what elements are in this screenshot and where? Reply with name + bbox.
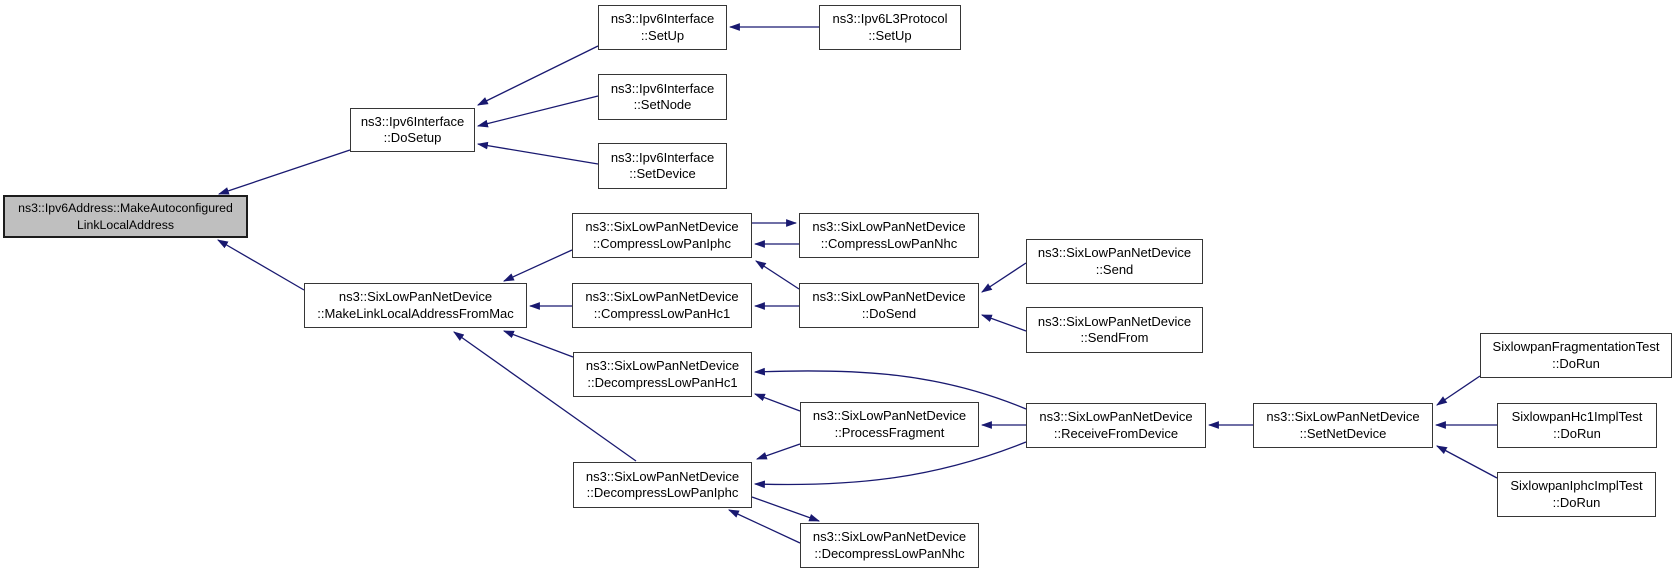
graph-node-label-line: SixlowpanIphcImplTest — [1510, 478, 1643, 493]
edge-receive-from-device--decompress-low-pan-hc1 — [753, 367, 1027, 410]
graph-node-decompress-low-pan-nhc[interactable]: ns3::SixLowPanNetDevice::DecompressLowPa… — [800, 523, 979, 568]
graph-node-label-line: ns3::SixLowPanNetDevice — [812, 529, 967, 544]
edge-sixlowpan-fragmentation-test-do-run--set-net-device — [1436, 375, 1481, 406]
graph-node-label-line: LinkLocalAddress — [76, 217, 175, 232]
graph-node-label-line: ::SendFrom — [1080, 330, 1149, 345]
edge-send-from--do-send — [980, 314, 1027, 332]
edge-process-fragment--decompress-low-pan-iphc — [755, 443, 801, 460]
edge-send--do-send — [981, 262, 1027, 293]
graph-node-ipv6interface-set-node[interactable]: ns3::Ipv6Interface::SetNode — [598, 74, 727, 120]
edges-group — [217, 23, 1498, 544]
graph-node-label-line: ::DecompressLowPanNhc — [814, 545, 965, 561]
graph-node-label-line: ns3::SixLowPanNetDevice — [812, 289, 966, 304]
graph-node-label-line: ::DoRun — [1553, 425, 1601, 441]
edge-do-send--compress-low-pan-iphc — [755, 260, 800, 290]
edge-sixlowpan-iphc-impl-test-do-run--set-net-device — [1436, 445, 1498, 479]
graph-node-label-line: ns3::SixLowPanNetDevice — [812, 408, 967, 423]
edge-decompress-low-pan-iphc--make-link-local-address-from-mac — [453, 331, 637, 462]
edge-ipv6interface-do-setup--make-autoconfigured-link-local-address — [217, 149, 351, 195]
graph-node-sixlowpan-iphc-impl-test-do-run[interactable]: SixlowpanIphcImplTest::DoRun — [1497, 472, 1656, 517]
graph-node-compress-low-pan-iphc[interactable]: ns3::SixLowPanNetDevice::CompressLowPanI… — [572, 213, 752, 258]
edge-receive-from-device--decompress-low-pan-iphc — [753, 441, 1027, 489]
edge-compress-low-pan-iphc--make-link-local-address-from-mac — [502, 249, 573, 282]
edge-decompress-low-pan-iphc--decompress-low-pan-nhc — [751, 496, 821, 522]
graph-node-label-line: ::DoRun — [1552, 355, 1600, 371]
graph-node-label-line: ns3::Ipv6Interface — [360, 113, 465, 129]
graph-node-set-net-device[interactable]: ns3::SixLowPanNetDevice::SetNetDevice — [1253, 403, 1433, 448]
graph-node-send-from[interactable]: ns3::SixLowPanNetDevice::SendFrom — [1026, 307, 1203, 353]
edge-ipv6interface-set-device--ipv6interface-do-setup — [476, 141, 599, 165]
graph-node-label-line: ::CompressLowPanIphc — [592, 235, 731, 251]
graph-node-label-line: ::SetUp — [868, 27, 912, 43]
edge-ipv6interface-set-node--ipv6interface-do-setup — [476, 95, 599, 128]
graph-node-label-line: ns3::SixLowPanNetDevice — [1037, 245, 1192, 260]
edge-decompress-low-pan-nhc--decompress-low-pan-iphc — [728, 509, 801, 544]
graph-node-label-line: ::Send — [1095, 261, 1134, 277]
graph-node-process-fragment[interactable]: ns3::SixLowPanNetDevice::ProcessFragment — [800, 402, 979, 447]
graph-node-receive-from-device[interactable]: ns3::SixLowPanNetDevice::ReceiveFromDevi… — [1026, 403, 1206, 448]
graph-node-label-line: ns3::Ipv6L3Protocol — [832, 11, 948, 26]
graph-node-ipv6interface-set-device[interactable]: ns3::Ipv6Interface::SetDevice — [598, 143, 727, 189]
graph-node-label-line: ::DoSetup — [383, 130, 442, 145]
graph-node-label-line: ::ReceiveFromDevice — [1053, 425, 1179, 441]
edge-process-fragment--decompress-low-pan-hc1 — [753, 393, 801, 412]
graph-node-label-line: ::MakeLinkLocalAddressFromMac — [317, 305, 514, 321]
graph-node-decompress-low-pan-iphc[interactable]: ns3::SixLowPanNetDevice::DecompressLowPa… — [573, 462, 752, 508]
graph-node-decompress-low-pan-hc1[interactable]: ns3::SixLowPanNetDevice::DecompressLowPa… — [573, 352, 752, 397]
graph-node-label-line: ns3::SixLowPanNetDevice — [585, 219, 739, 234]
graph-node-label-line: ::SetDevice — [629, 166, 696, 181]
graph-node-label-line: ns3::SixLowPanNetDevice — [338, 289, 493, 304]
graph-node-label-line: ns3::SixLowPanNetDevice — [585, 358, 740, 373]
graph-node-label-line: SixlowpanHc1ImplTest — [1511, 409, 1643, 424]
graph-node-label-line: ::DoSend — [861, 305, 917, 321]
graph-node-label-line: ::DecompressLowPanHc1 — [587, 374, 738, 390]
graph-node-label-line: ns3::SixLowPanNetDevice — [1037, 313, 1192, 329]
graph-node-sixlowpan-hc1-impl-test-do-run[interactable]: SixlowpanHc1ImplTest::DoRun — [1497, 403, 1657, 448]
graph-node-label-line: ns3::Ipv6Interface — [610, 80, 715, 96]
graph-node-label-line: ::CompressLowPanNhc — [820, 235, 958, 251]
graph-node-label-line: ns3::Ipv6Interface — [610, 11, 715, 26]
graph-node-label-line: ns3::SixLowPanNetDevice — [812, 219, 966, 234]
graph-node-label-line: ns3::SixLowPanNetDevice — [1266, 409, 1420, 424]
graph-node-make-link-local-address-from-mac[interactable]: ns3::SixLowPanNetDevice::MakeLinkLocalAd… — [304, 283, 527, 328]
graph-node-ipv6l3protocol-set-up[interactable]: ns3::Ipv6L3Protocol::SetUp — [819, 5, 961, 50]
graph-node-label-line: ::DecompressLowPanIphc — [586, 485, 739, 500]
edge-decompress-low-pan-hc1--make-link-local-address-from-mac — [502, 330, 574, 358]
graph-node-sixlowpan-fragmentation-test-do-run[interactable]: SixlowpanFragmentationTest::DoRun — [1480, 333, 1672, 378]
graph-node-label-line: ::SetNode — [633, 97, 692, 112]
graph-node-ipv6interface-set-up[interactable]: ns3::Ipv6Interface::SetUp — [598, 5, 727, 50]
graph-node-label-line: ::ProcessFragment — [834, 424, 945, 440]
graph-node-label-line: ::DoRun — [1552, 494, 1601, 510]
graph-node-label-line: ns3::SixLowPanNetDevice — [585, 289, 739, 304]
graph-node-label-line: ns3::SixLowPanNetDevice — [1039, 409, 1193, 424]
graph-node-label-line: ::CompressLowPanHc1 — [593, 305, 731, 321]
graph-node-compress-low-pan-hc1[interactable]: ns3::SixLowPanNetDevice::CompressLowPanH… — [572, 283, 752, 328]
edge-make-link-local-address-from-mac--make-autoconfigured-link-local-address — [217, 239, 305, 291]
graph-node-compress-low-pan-nhc[interactable]: ns3::SixLowPanNetDevice::CompressLowPanN… — [799, 213, 979, 258]
graph-node-ipv6interface-do-setup[interactable]: ns3::Ipv6Interface::DoSetup — [350, 108, 475, 152]
graph-node-label-line: ns3::Ipv6Address::MakeAutoconfigured — [18, 201, 233, 215]
edge-ipv6interface-set-up--ipv6interface-do-setup — [477, 45, 599, 106]
graph-node-send[interactable]: ns3::SixLowPanNetDevice::Send — [1026, 239, 1203, 284]
graph-node-label-line: ns3::SixLowPanNetDevice — [585, 468, 740, 484]
graph-node-do-send[interactable]: ns3::SixLowPanNetDevice::DoSend — [799, 283, 979, 328]
graph-node-label-line: ns3::Ipv6Interface — [610, 149, 715, 165]
graph-node-label-line: ::SetNetDevice — [1299, 425, 1387, 441]
graph-node-label-line: SixlowpanFragmentationTest — [1492, 339, 1660, 354]
graph-node-label-line: ::SetUp — [640, 27, 685, 43]
